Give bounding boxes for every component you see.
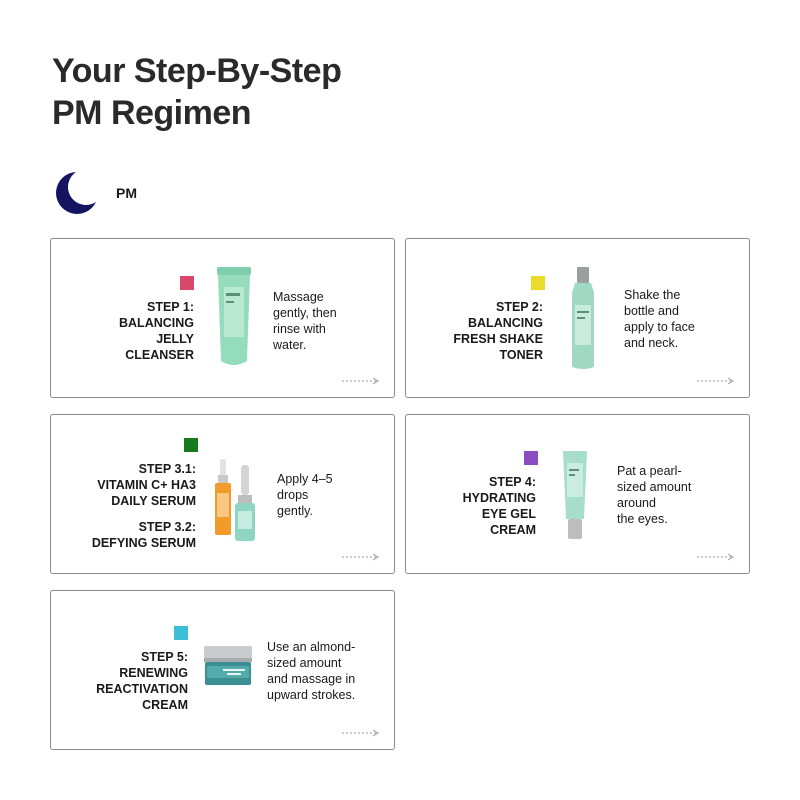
step-description: Shake the bottle and apply to face and n…	[624, 288, 695, 350]
arrow-right-icon[interactable]	[697, 553, 735, 561]
step-color-swatch	[524, 451, 538, 465]
step-color-swatch	[184, 438, 198, 452]
step-color-swatch	[174, 626, 188, 640]
step-title: STEP 5: RENEWING REACTIVATION CREAM	[96, 650, 188, 712]
serum-bottles-icon	[215, 459, 255, 541]
arrow-right-icon[interactable]	[342, 729, 380, 737]
page-title: Your Step-By-Step PM Regimen	[52, 50, 342, 134]
cream-jar-icon	[204, 646, 252, 685]
step-card-5: STEP 5: RENEWING REACTIVATION CREAM Use …	[50, 590, 395, 750]
step-title: STEP 3.1: VITAMIN C+ HA3 DAILY SERUM	[97, 462, 196, 508]
page-title-line-2: PM Regimen	[52, 94, 252, 132]
step-title: STEP 1: BALANCING JELLY CLEANSER	[119, 300, 194, 362]
time-of-day-label: PM	[116, 185, 137, 201]
step-description: Apply 4–5 drops gently.	[277, 472, 333, 518]
page-title-line-1: Your Step-By-Step	[52, 52, 342, 90]
step-title: STEP 2: BALANCING FRESH SHAKE TONER	[453, 300, 543, 362]
step-card-3: STEP 3.1: VITAMIN C+ HA3 DAILY SERUM STE…	[50, 414, 395, 574]
step-description: Use an almond- sized amount and massage …	[267, 640, 356, 702]
step-description: Massage gently, then rinse with water.	[273, 290, 337, 352]
eye-gel-tube-icon	[563, 451, 587, 539]
moon-icon	[56, 172, 96, 214]
step-color-swatch	[180, 276, 194, 290]
step-card-1: STEP 1: BALANCING JELLY CLEANSER Massage…	[50, 238, 395, 398]
step-title: STEP 4: HYDRATING EYE GEL CREAM	[462, 475, 536, 537]
step-color-swatch	[531, 276, 545, 290]
step-card-2: STEP 2: BALANCING FRESH SHAKE TONER Shak…	[405, 238, 750, 398]
arrow-right-icon[interactable]	[342, 553, 380, 561]
toner-bottle-icon	[572, 267, 594, 369]
arrow-right-icon[interactable]	[697, 377, 735, 385]
step-title-secondary: STEP 3.2: DEFYING SERUM	[91, 520, 196, 550]
cleanser-tube-icon	[217, 267, 251, 365]
arrow-right-icon[interactable]	[342, 377, 380, 385]
step-card-4: STEP 4: HYDRATING EYE GEL CREAM Pat a pe…	[405, 414, 750, 574]
step-description: Pat a pearl- sized amount around the eye…	[617, 464, 692, 526]
